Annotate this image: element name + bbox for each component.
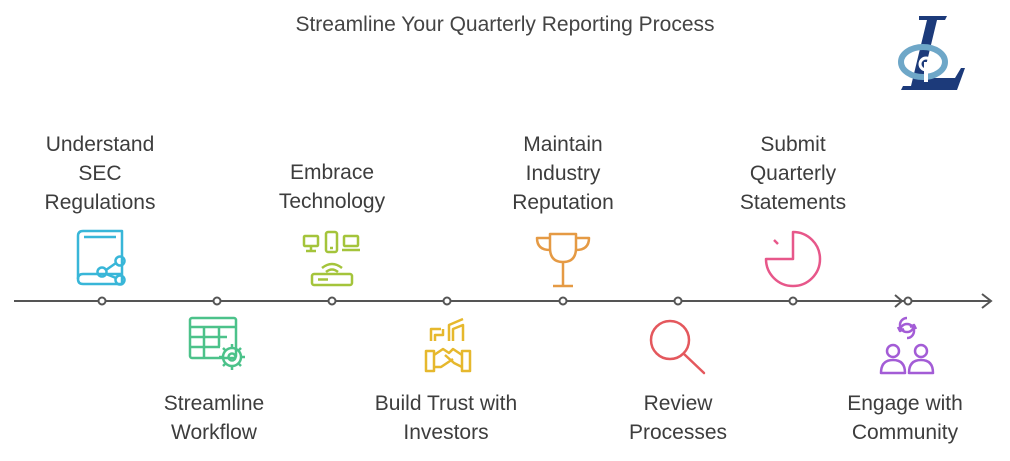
spreadsheet-gear-icon [188, 316, 245, 370]
step-label-streamline-workflow: Streamline Workflow [163, 392, 265, 444]
pie-chart-icon [764, 230, 822, 288]
trophy-icon [535, 232, 591, 288]
book-share-icon [76, 229, 126, 286]
lp-logo-icon [898, 16, 965, 90]
diagram-title: Streamline Your Quarterly Reporting Proc… [295, 13, 715, 36]
step-label-review-processes: Review Processes [628, 392, 728, 444]
handshake-icon [424, 317, 472, 373]
step-label-submit-quarterly-statements: Submit Quarterly Statements [739, 133, 847, 214]
community-icon [879, 316, 935, 375]
step-label-engage-with-community: Engage with Community [847, 392, 963, 444]
step-label-build-trust-with-investors: Build Trust with Investors [374, 392, 518, 444]
devices-router-icon [302, 230, 360, 287]
timeline-dot [442, 296, 452, 306]
timeline-dot [673, 296, 683, 306]
timeline-dot [327, 296, 337, 306]
timeline-dot [212, 296, 222, 306]
timeline-dot [97, 296, 107, 306]
step-label-maintain-industry-reputation: Maintain Industry Reputation [512, 133, 614, 214]
timeline-dot [903, 296, 913, 306]
step-label-understand-sec-regulations: Understand SEC Regulations [44, 133, 156, 214]
timeline-dot [788, 296, 798, 306]
step-label-embrace-technology: Embrace Technology [278, 161, 386, 213]
magnifier-icon [649, 319, 706, 375]
timeline-dot [558, 296, 568, 306]
